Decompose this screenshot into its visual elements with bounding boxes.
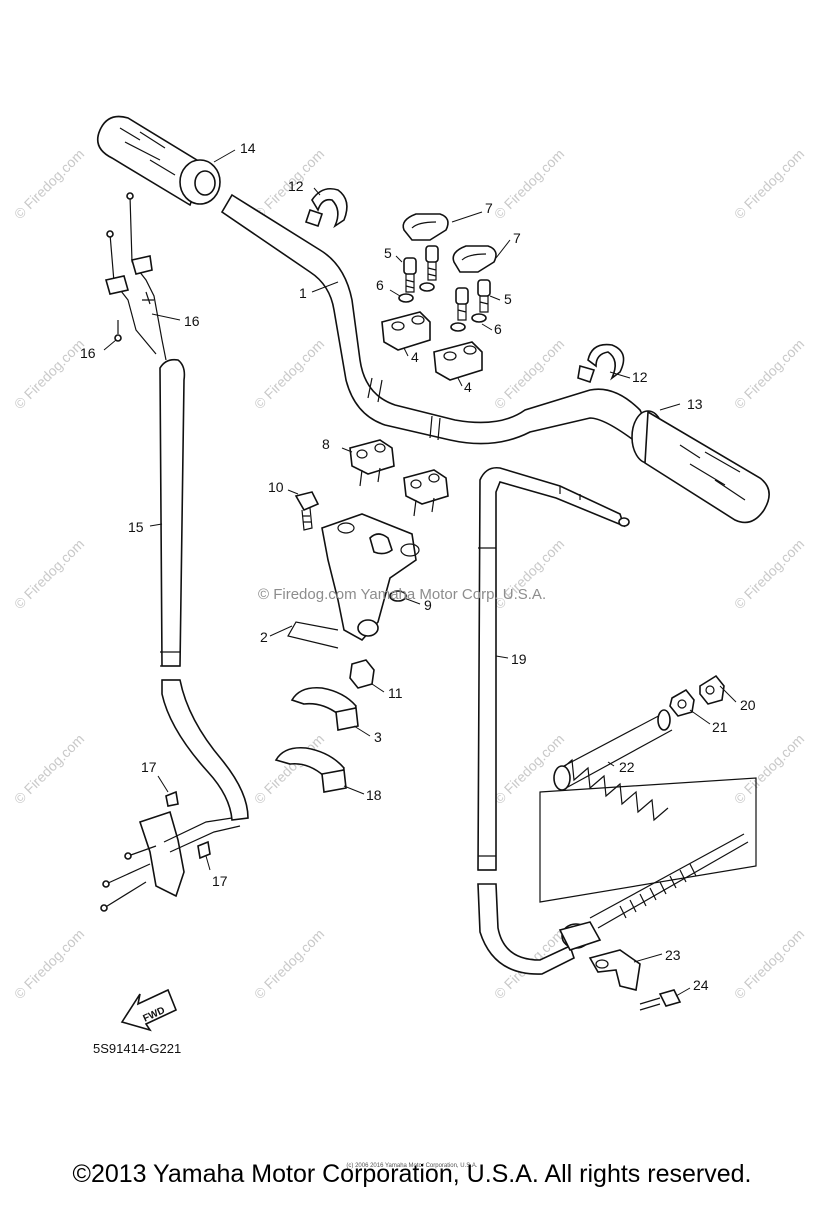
callout-12: 12 xyxy=(288,178,304,194)
callout-22: 22 xyxy=(619,759,635,775)
bolt-part xyxy=(403,245,491,321)
callout-3: 3 xyxy=(374,729,382,745)
copyright-footer: ©2013 Yamaha Motor Corporation, U.S.A. A… xyxy=(72,1160,752,1188)
callout-9: 9 xyxy=(424,597,432,613)
callout-6: 6 xyxy=(376,277,384,293)
adjuster-nut-part xyxy=(669,688,695,717)
callout-16b: 16 xyxy=(80,345,96,361)
callout-21: 21 xyxy=(712,719,728,735)
detail-box xyxy=(539,777,757,903)
lower-holder-part xyxy=(349,439,449,517)
callout-16: 16 xyxy=(184,313,200,329)
screw-part xyxy=(114,291,154,342)
watermark-text: © Firedog.com xyxy=(11,731,87,807)
callout-14: 14 xyxy=(240,140,256,156)
watermark-text: © Firedog.com xyxy=(11,146,87,222)
cable-clamp-part xyxy=(577,343,625,384)
callout-1: 1 xyxy=(299,285,307,301)
tiny-copyright-notice: (c) 2006 2016 Yamaha Motor Corporation, … xyxy=(346,1163,478,1169)
center-watermark: © Firedog.com Yamaha Motor Corp. U.S.A. xyxy=(258,586,547,603)
watermark-text: © Firedog.com xyxy=(251,926,327,1002)
callout-4: 4 xyxy=(411,349,419,365)
watermark-text: © Firedog.com xyxy=(731,336,807,412)
watermark-text: © Firedog.com xyxy=(491,146,567,222)
watermark-text: © Firedog.com xyxy=(11,536,87,612)
callout-7b: 7 xyxy=(513,230,521,246)
handlebar-bracket-part xyxy=(287,513,420,649)
watermark-text: © Firedog.com xyxy=(731,536,807,612)
bolt-part xyxy=(294,491,320,531)
upper-holder-part xyxy=(381,311,431,351)
leader-lines xyxy=(103,149,737,997)
upper-holder-part xyxy=(433,341,483,381)
cable-junction-part xyxy=(100,790,241,912)
callout-17: 17 xyxy=(141,759,157,775)
watermark-text: © Firedog.com xyxy=(731,731,807,807)
spring-part xyxy=(553,709,673,822)
holder-cap-part xyxy=(452,245,497,273)
callout-6b: 6 xyxy=(494,321,502,337)
watermark-text: © Firedog.com xyxy=(731,926,807,1002)
diagram-code: 5S91414-G221 xyxy=(93,1041,182,1056)
right-grip-part xyxy=(631,410,770,524)
watermark-text: © Firedog.com xyxy=(11,336,87,412)
callout-12b: 12 xyxy=(632,369,648,385)
callout-18: 18 xyxy=(366,787,382,803)
callout-11: 11 xyxy=(388,685,403,701)
cable-clamp-part xyxy=(304,187,348,229)
callout-7: 7 xyxy=(485,200,493,216)
watermark-text: © Firedog.com xyxy=(731,146,807,222)
callout-15: 15 xyxy=(128,519,144,535)
bolt-part xyxy=(639,989,682,1011)
callout-19: 19 xyxy=(511,651,527,667)
callout-24: 24 xyxy=(693,977,709,993)
washer-part xyxy=(398,282,487,332)
callout-2: 2 xyxy=(260,629,268,645)
callout-5b: 5 xyxy=(504,291,512,307)
callout-17b: 17 xyxy=(212,873,228,889)
callout-labels: 1 2 3 4 4 5 5 6 6 7 7 8 9 10 11 12 12 13… xyxy=(80,140,756,993)
washer-part xyxy=(389,590,407,602)
left-grip-part xyxy=(96,115,221,207)
callout-23: 23 xyxy=(665,947,681,963)
callout-13: 13 xyxy=(687,396,703,412)
callout-4b: 4 xyxy=(464,379,472,395)
cable-band-part xyxy=(274,746,347,793)
watermark-text: © Firedog.com xyxy=(491,731,567,807)
watermark-text: © Firedog.com xyxy=(11,926,87,1002)
callout-10: 10 xyxy=(268,479,284,495)
nut-part xyxy=(349,659,375,689)
callout-5: 5 xyxy=(384,245,392,261)
adjuster-nut-part xyxy=(699,674,725,705)
cable-bracket-part xyxy=(588,949,641,991)
cable-band-part xyxy=(290,686,359,731)
brake-cable-part xyxy=(477,466,630,975)
callout-8: 8 xyxy=(322,436,330,452)
holder-cap-part xyxy=(402,213,449,241)
callout-20: 20 xyxy=(740,697,756,713)
watermark-text: © Firedog.com xyxy=(251,336,327,412)
cable-end-part xyxy=(558,833,749,951)
fwd-arrow-icon: FWD xyxy=(120,988,178,1032)
throttle-cable-part xyxy=(104,192,249,821)
